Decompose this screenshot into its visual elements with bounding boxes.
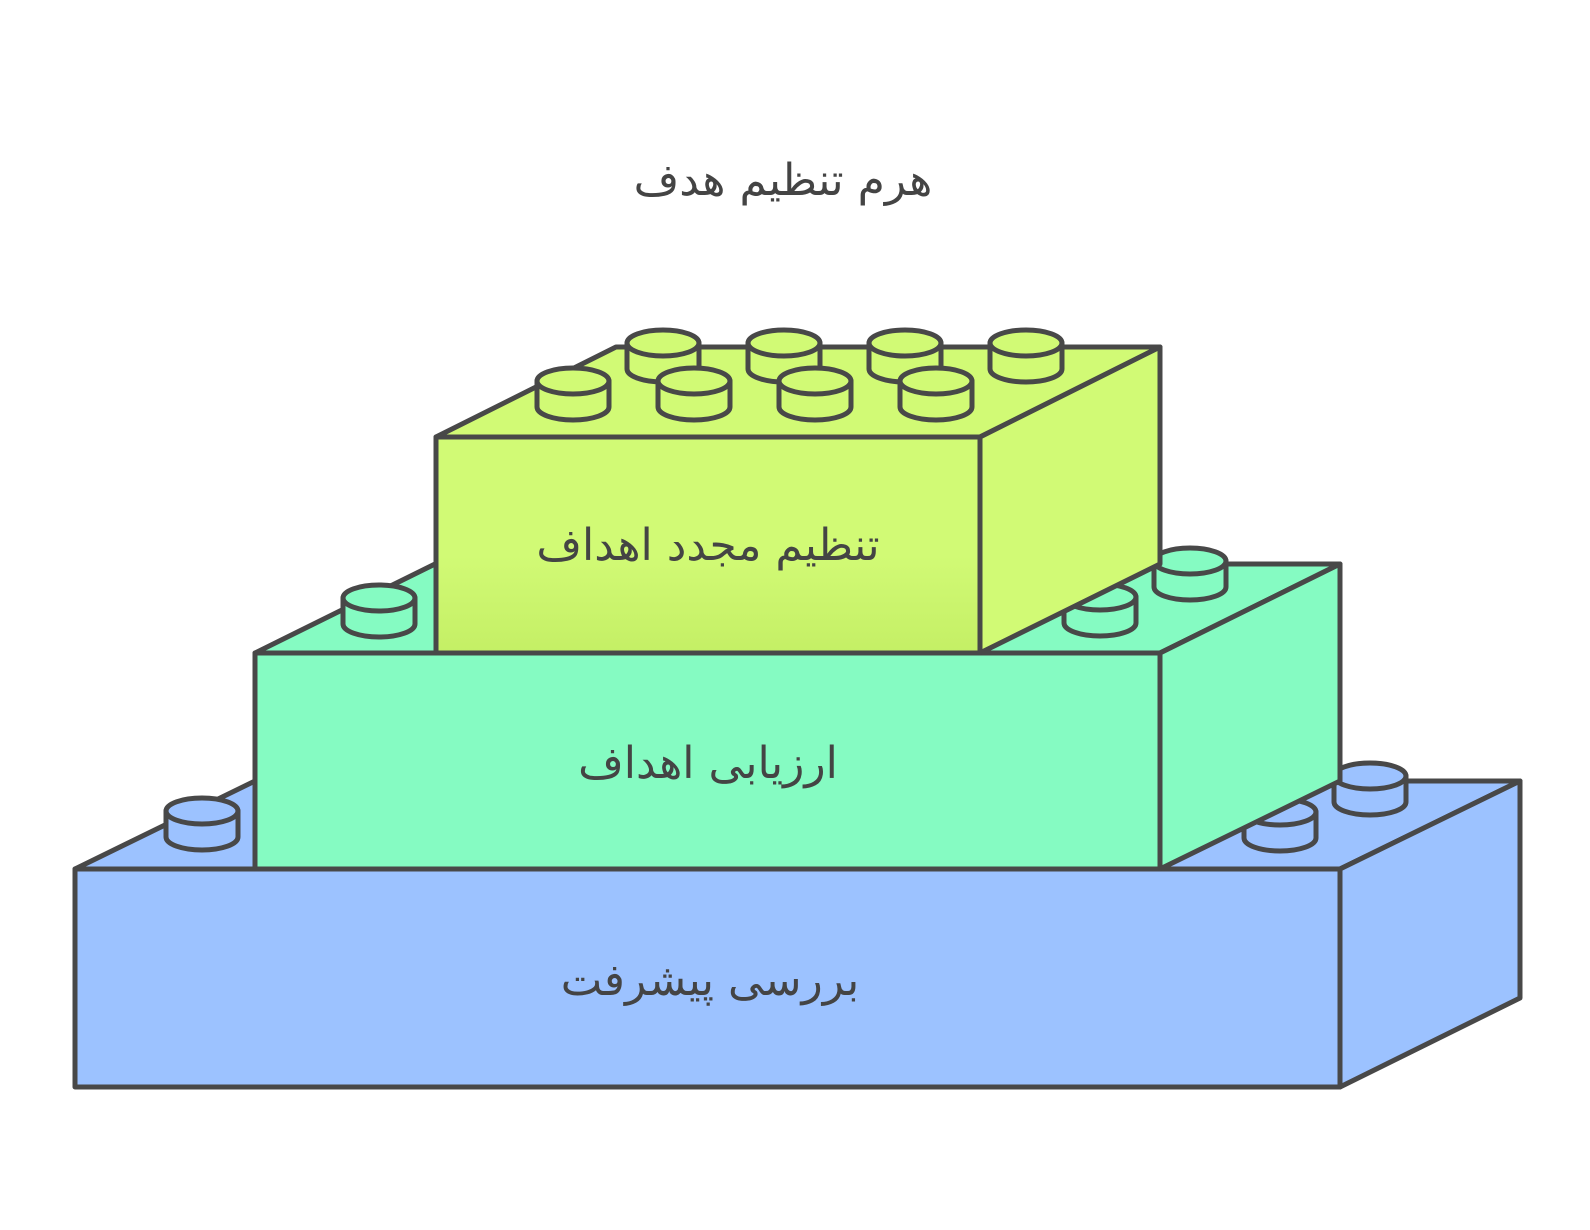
brick-bottom-front-face [72,866,1343,1090]
stud-top [163,795,241,827]
stud-top [340,582,418,614]
brick-top-studs [534,327,1065,423]
stud-top-front-4 [897,365,975,423]
stud-bottom-back-right [1331,760,1409,818]
brick-bottom-studs [163,760,1409,854]
stud-top-front-2 [655,365,733,423]
stud-middle-back-right [1151,545,1229,603]
stud-top [897,365,975,397]
stud-top [534,365,612,397]
stud-top [655,365,733,397]
brick-top-front-face [433,434,983,656]
layer-label-evaluate-goals: ارزیابی اهداف [578,738,838,789]
stud-top-front-3 [776,365,854,423]
stud-top [1151,545,1229,577]
layer-label-progress-review: بررسی پیشرفت [561,955,860,1006]
diagram-title: هرم تنظیم هدف [634,155,933,206]
stud-top-back-4 [987,327,1065,385]
stud-top [1331,760,1409,792]
stud-bottom-front-left [163,795,241,853]
layer-label-reset-goals: تنظیم مجدد اهداف [536,520,879,571]
stud-top [776,365,854,397]
stud-top-front-1 [534,365,612,423]
stud-top [745,327,823,359]
stud-middle-front-left [340,582,418,640]
stud-top [624,327,702,359]
stud-top [987,327,1065,359]
brick-middle-studs [340,545,1229,640]
brick-top: تنظیم مجدد اهداف [433,327,1163,656]
stud-top [866,327,944,359]
